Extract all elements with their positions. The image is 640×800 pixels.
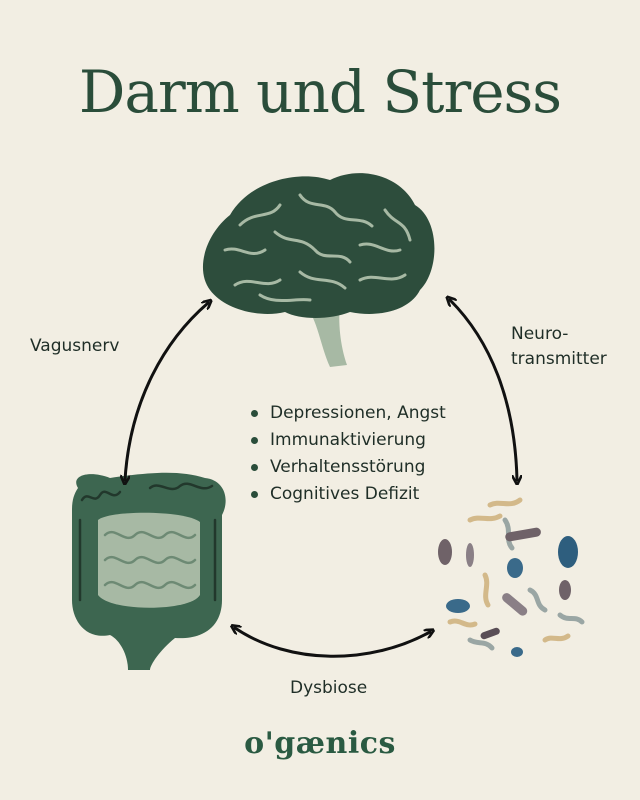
- brain-icon: [202, 173, 435, 367]
- arrow-vagus: [125, 303, 208, 480]
- list-item: Verhaltensstörung: [250, 454, 446, 481]
- label-neurotransmitter: Neuro- transmitter: [511, 322, 607, 372]
- bacteria-icon: [438, 497, 585, 657]
- intestine-icon: [72, 472, 226, 670]
- list-item: Immunaktivierung: [250, 427, 446, 454]
- label-neuro-line1: Neuro-: [511, 324, 569, 344]
- arrow-dysbiose: [235, 628, 430, 658]
- list-item: Cognitives Defizit: [250, 481, 446, 508]
- brand-logo: o'gænics: [244, 726, 396, 761]
- page-title: Darm und Stress: [78, 58, 562, 126]
- label-neuro-line2: transmitter: [511, 349, 607, 369]
- effects-list: Depressionen, Angst Immunaktivierung Ver…: [250, 400, 446, 508]
- arrow-neuro: [450, 300, 517, 480]
- label-dysbiose: Dysbiose: [290, 678, 368, 698]
- list-item: Depressionen, Angst: [250, 400, 446, 427]
- cycle-arrows: [125, 300, 517, 658]
- label-vagusnerv: Vagusnerv: [30, 336, 120, 356]
